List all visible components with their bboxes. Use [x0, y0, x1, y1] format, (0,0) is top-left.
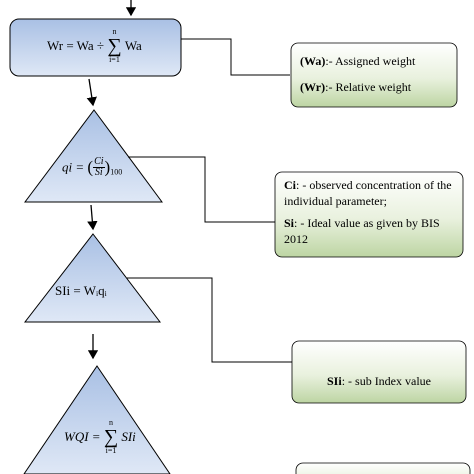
weights-note: (Wa):- Assigned weight (Wr):- Relative w…: [300, 53, 452, 95]
concentration-note: Ci: - observed concentration of the indi…: [284, 177, 456, 247]
ci-term: Ci: [284, 178, 296, 192]
qi-lhs: qi =: [62, 159, 85, 175]
qi-paren-close: ): [104, 157, 111, 177]
weights-note-box: [290, 42, 458, 108]
sli-text: SIi = Wᵢqᵢ: [55, 283, 107, 298]
wr-summation: n ∑ i=1: [107, 27, 121, 65]
ci-definition: Ci: - observed concentration of the indi…: [284, 177, 456, 209]
wr-term: (Wr): [300, 80, 326, 94]
connector-weights: [181, 38, 290, 76]
wa-description: :- Assigned weight: [325, 54, 416, 68]
concentration-note-box: [274, 171, 464, 258]
wr-description: :- Relative weight: [325, 80, 412, 94]
wr-lhs: Wr = Wa ÷: [47, 38, 105, 53]
relative-weight-equation: Wr = Wa ÷ n ∑ i=1 Wa: [47, 27, 142, 65]
si-term: Si: [284, 216, 295, 230]
wa-definition: (Wa):- Assigned weight: [300, 53, 452, 69]
qi-factor: 100: [110, 167, 123, 177]
si-definition: Si: - Ideal value as given by BIS 2012: [284, 215, 456, 247]
wqi-rhs: SIi: [121, 429, 136, 444]
wa-term: (Wa): [300, 54, 326, 68]
subindex-term: SIi: [327, 374, 342, 388]
wqi-equation: WQI = n ∑ i=1 SIi: [64, 418, 136, 456]
wr-rhs: Wa: [124, 38, 142, 53]
arrow-to-qi: [86, 78, 97, 107]
wqi-sum-upper: n: [108, 418, 113, 427]
subindex-description: : - sub Index value: [341, 374, 431, 388]
arrow-to-sli: [87, 204, 98, 231]
subindex-note: SIi: - sub Index value: [292, 373, 466, 389]
wqi-sum-lower: i=1: [105, 446, 117, 455]
wqi-sigma-symbol: ∑: [103, 426, 119, 448]
wr-sum-upper: n: [112, 27, 117, 36]
subindex-note-box: [291, 340, 467, 404]
qi-numerator: Ci: [93, 156, 105, 168]
qi-paren-open: (: [87, 157, 94, 177]
connector-subindex: [127, 277, 292, 363]
sub-index-equation: SIi = Wᵢqᵢ: [55, 283, 107, 299]
wr-sigma-symbol: ∑: [107, 35, 122, 57]
wqi-lhs: WQI =: [64, 429, 101, 444]
qi-denominator: Si: [94, 167, 103, 178]
connector-concentration: [128, 156, 275, 223]
quality-rating-node: [24, 109, 163, 203]
sub-index-node: [23, 233, 162, 323]
partial-note-box: [295, 462, 471, 474]
wr-sum-lower: i=1: [109, 55, 120, 64]
relative-weight-node: [9, 18, 182, 77]
si-description: : - Ideal value as given by BIS 2012: [284, 216, 440, 246]
water-quality-index-node: [23, 365, 171, 474]
ci-description: : - observed concentration of the indivi…: [284, 178, 452, 208]
wqi-summation: n ∑ i=1: [104, 418, 118, 456]
wr-definition: (Wr):- Relative weight: [300, 79, 452, 95]
